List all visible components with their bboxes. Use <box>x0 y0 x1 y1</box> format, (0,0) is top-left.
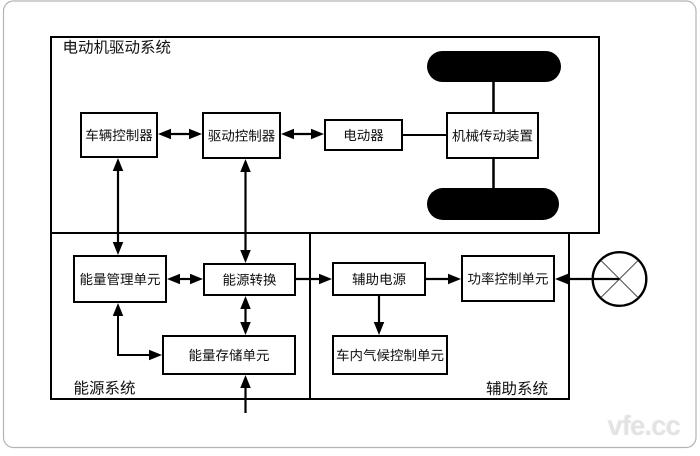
svg-text:vfe.cc: vfe.cc <box>608 410 681 441</box>
